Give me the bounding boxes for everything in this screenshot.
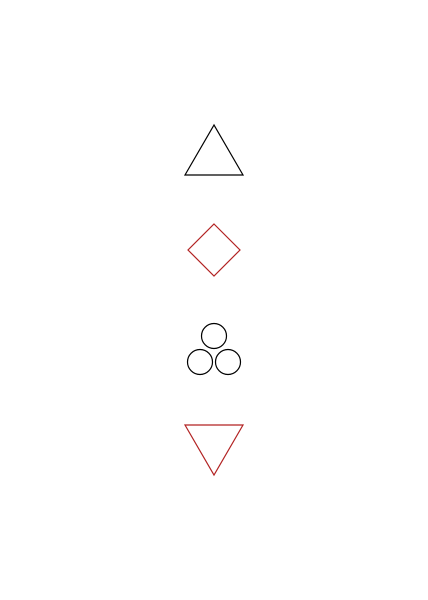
triangle-up-icon [183, 123, 245, 176]
diamond-icon [187, 223, 241, 277]
three-circles-icon [186, 322, 242, 376]
triangle-down-icon [183, 424, 245, 477]
